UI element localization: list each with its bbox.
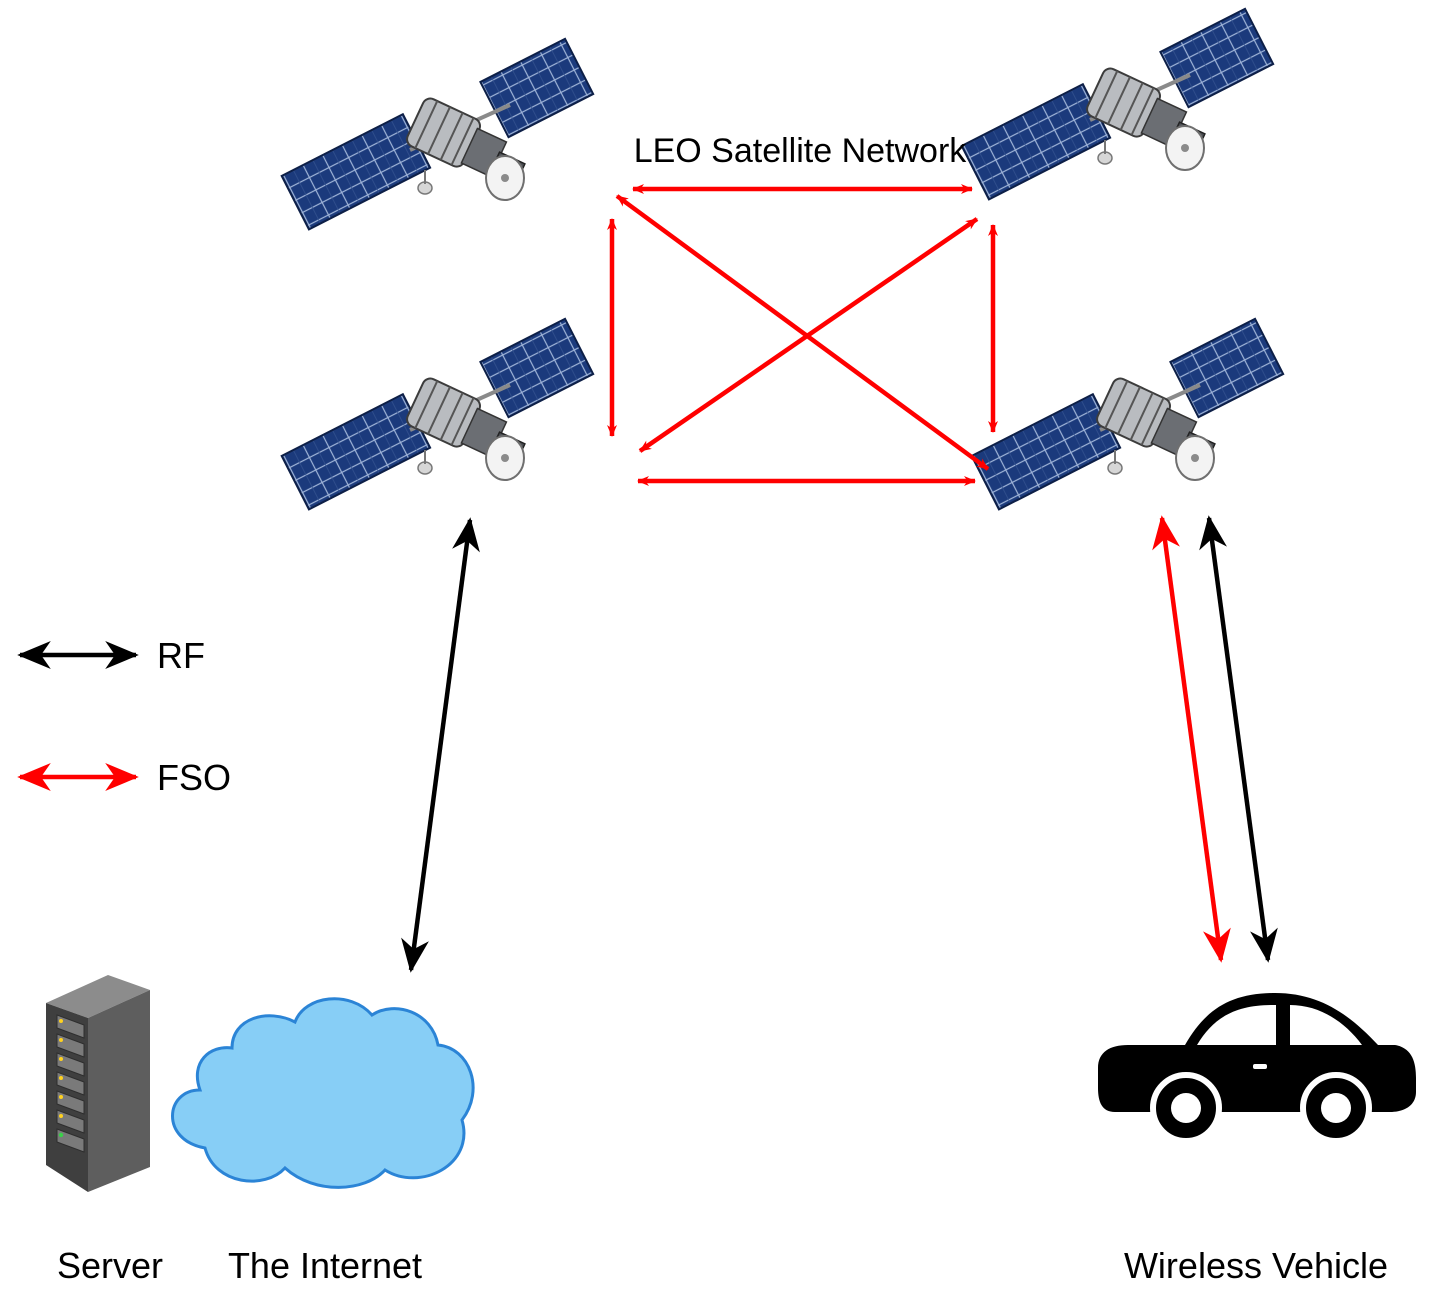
internet-label: The Internet <box>228 1245 422 1286</box>
fso-link-diagonal-up <box>638 217 979 453</box>
vehicle-label: Wireless Vehicle <box>1124 1245 1388 1286</box>
rf-link-internet <box>401 517 480 973</box>
network-title: LEO Satellite Network <box>634 132 968 170</box>
legend: RF FSO <box>17 635 231 798</box>
satellite-top-left <box>279 36 596 232</box>
satellite-bottom-right <box>969 316 1286 512</box>
satellite-bottom-left <box>279 316 596 512</box>
vehicle-icon <box>1098 993 1416 1144</box>
legend-fso-label: FSO <box>157 757 231 798</box>
server-label: Server <box>57 1245 163 1286</box>
satellite-top-right <box>959 6 1276 202</box>
rf-link-vehicle <box>1199 515 1278 963</box>
internet-cloud-icon <box>171 997 475 1189</box>
inter-satellite-links <box>607 184 998 486</box>
fso-link-vehicle <box>1152 515 1231 963</box>
server-icon <box>46 975 150 1192</box>
legend-rf-label: RF <box>157 635 205 676</box>
